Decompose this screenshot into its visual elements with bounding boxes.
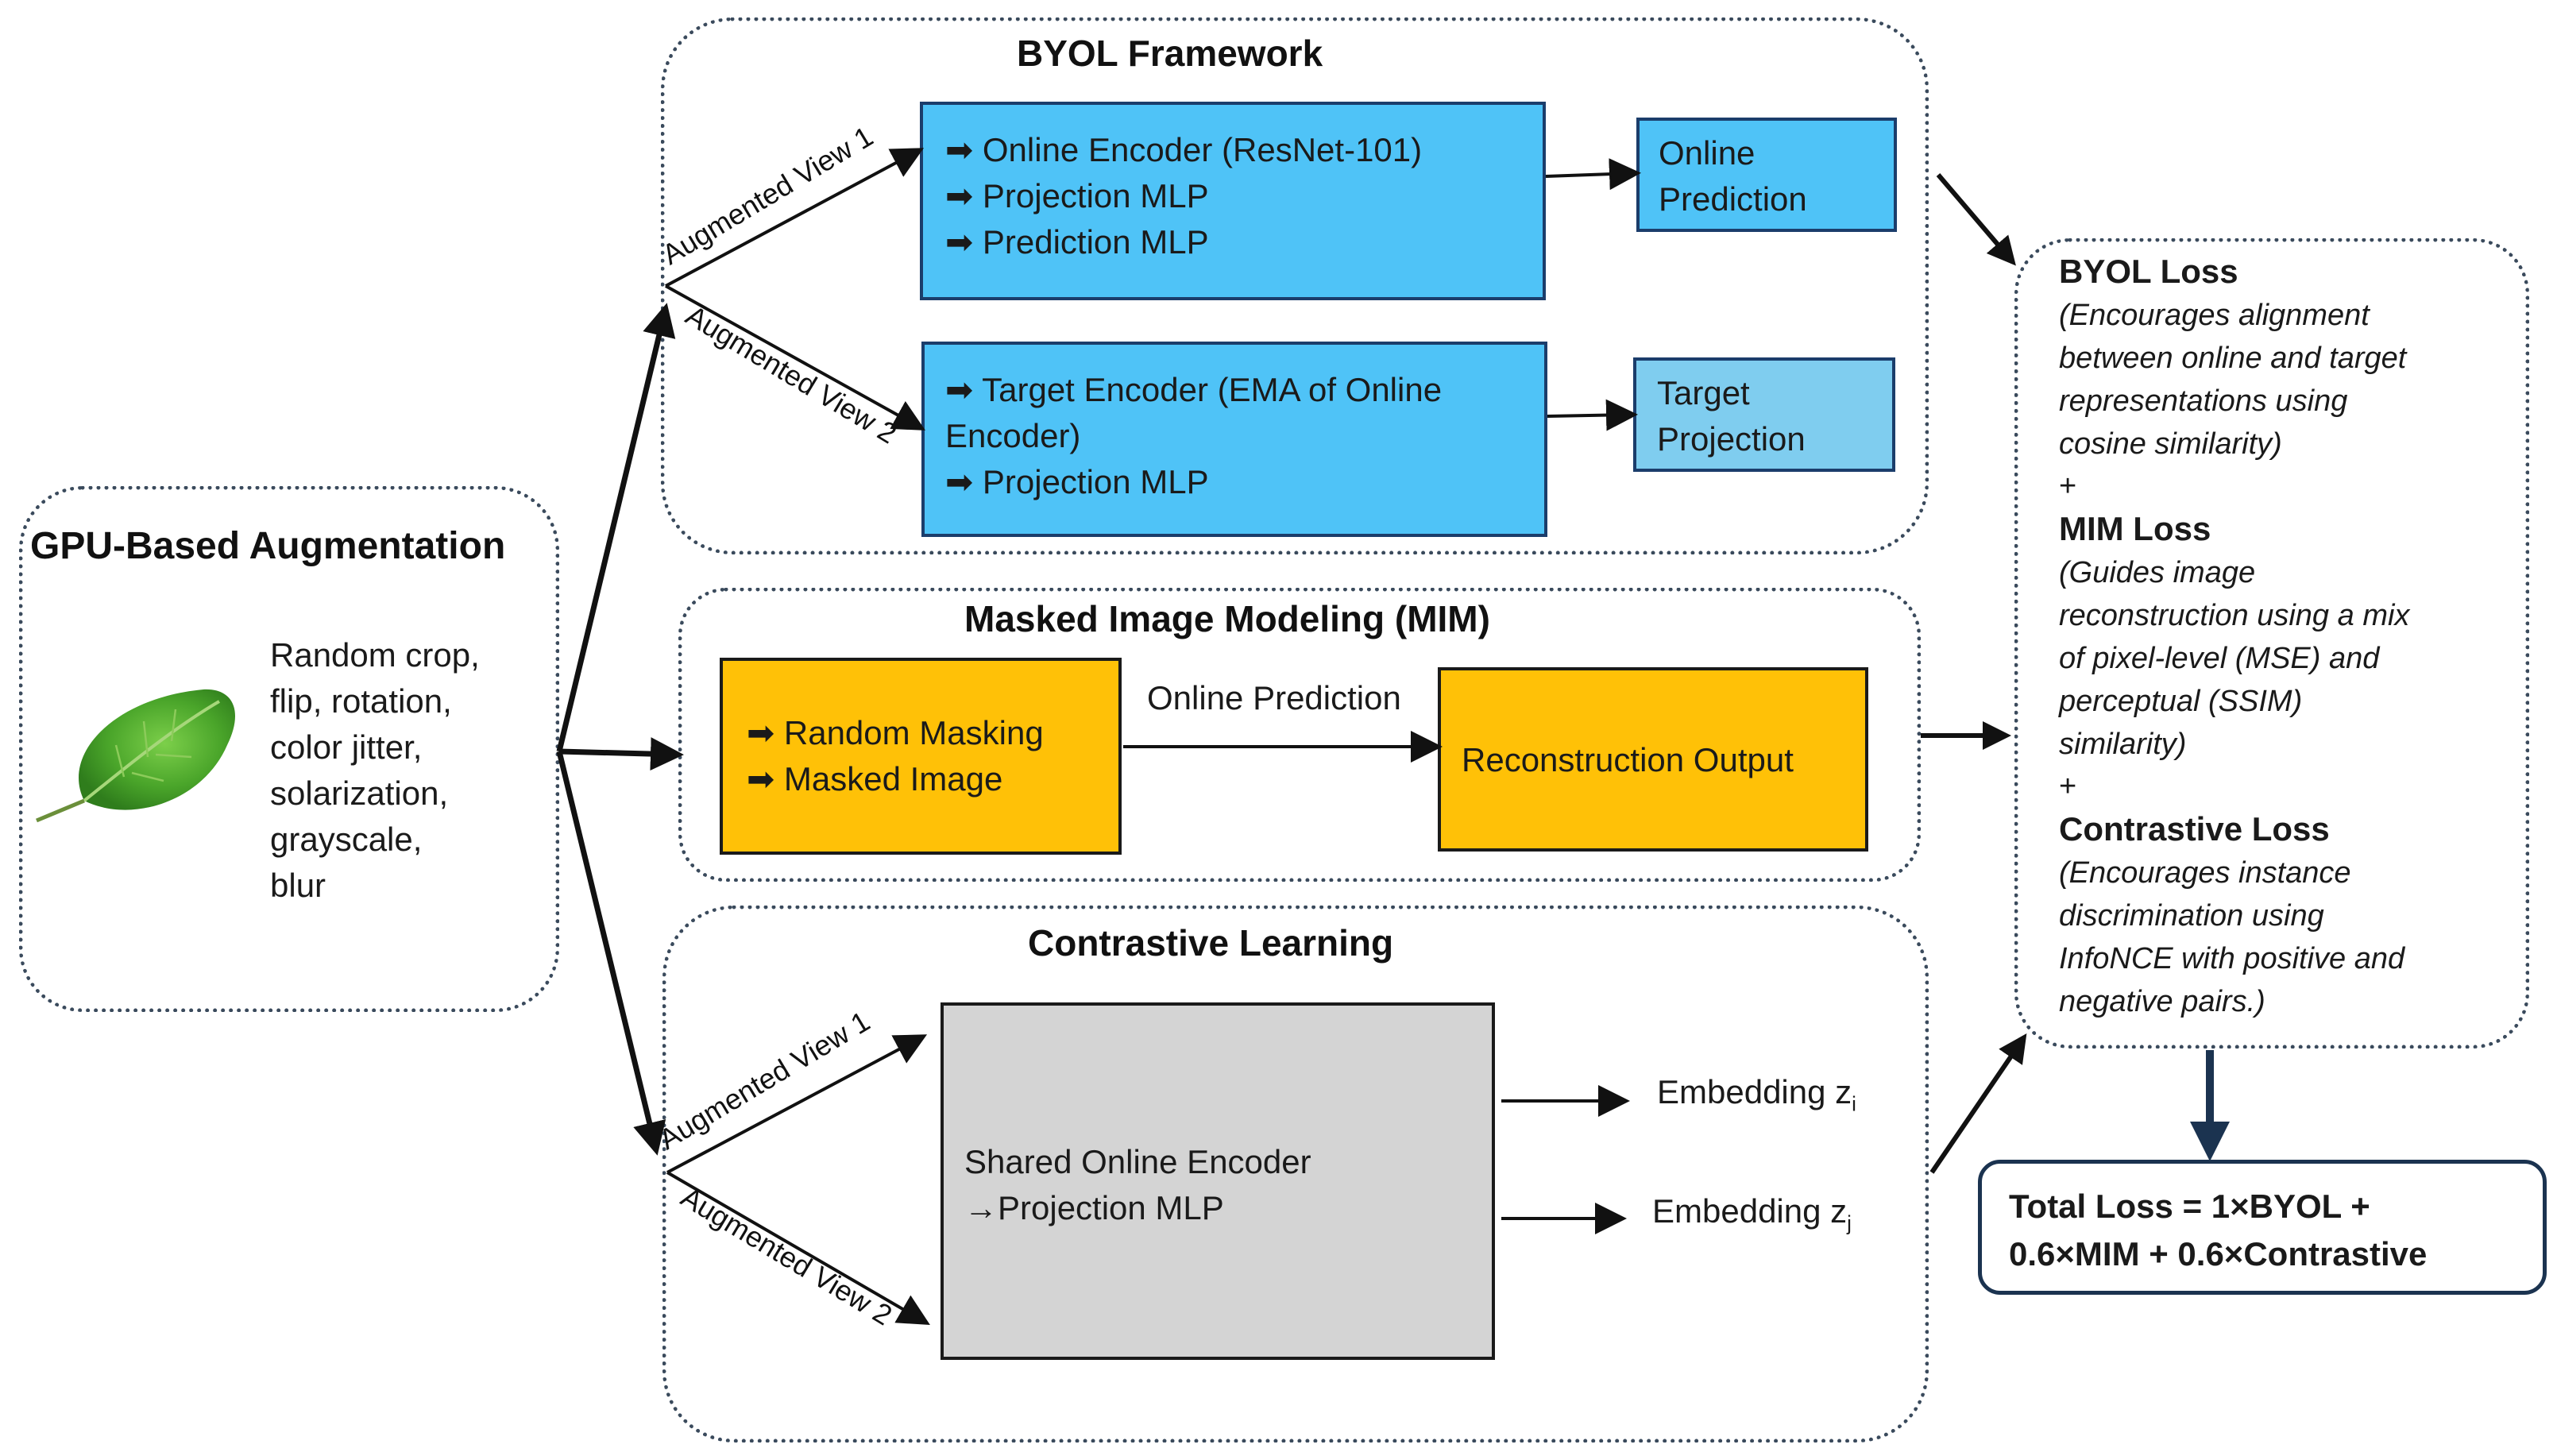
right-arrow-icon: ➡ [945,463,983,500]
reconstruction-output-box: Reconstruction Output [1438,667,1868,852]
online-projection-item: ➡ Projection MLP [945,177,1209,214]
mim-arrow-label: Online Prediction [1147,679,1401,716]
arrow-byol-to-loss [1936,173,2016,266]
online-prediction-item: ➡ Prediction MLP [945,223,1209,261]
contrastive-loss-title: Contrastive Loss [2059,810,2330,848]
byol-title: BYOL Framework [1017,33,1323,74]
shared-projection-label: →Projection MLP [964,1189,1224,1226]
target-projection-item: ➡ Projection MLP [945,463,1209,500]
arrow-gpu-to-contrastive [556,751,666,1156]
target-encoder-box: ➡ Target Encoder (EMA of Online Encoder)… [921,342,1547,537]
contrastive-loss-desc: InfoNCE with positive and [2059,942,2405,975]
arrow-contrastive-view2 [666,1171,930,1326]
total-loss-line: 0.6×MIM + 0.6×Contrastive [2009,1235,2428,1273]
augmentation-item: color jitter, [270,728,423,766]
target-encoder-item-cont: Encoder) [945,417,1081,454]
arrow-gpu-to-byol [556,303,676,752]
byol-loss-desc: cosine similarity) [2059,427,2282,461]
contrastive-loss-desc: (Encourages instance [2059,856,2351,890]
augmentation-item: solarization, [270,774,449,812]
augmentation-item: grayscale, [270,821,423,858]
augmentation-item: flip, rotation, [270,682,452,720]
shared-encoder-box: Shared Online Encoder →Projection MLP [941,1002,1495,1360]
gpu-augmentation-title: GPU-Based Augmentation [30,525,506,567]
gpu-augmentation-list: Random crop, flip, rotation, color jitte… [270,632,480,909]
online-prediction-box: Online Prediction [1636,118,1897,232]
arrow-contrastive-view1 [666,1034,928,1174]
arrow-online-to-prediction [1545,158,1641,191]
total-loss-line: Total Loss = 1×BYOL + [2009,1188,2370,1225]
byol-loss-title: BYOL Loss [2059,253,2238,290]
online-encoder-item: ➡ Online Encoder (ResNet-101) [945,131,1423,168]
arrow-byol-view2 [665,284,925,431]
byol-loss-desc: representations using [2059,384,2348,418]
contrastive-panel [662,906,1929,1442]
arrow-byol-view1 [665,148,925,288]
augmentation-item: Random crop, [270,636,480,674]
plus-sign: + [2059,469,2077,503]
contrastive-loss-desc: negative pairs.) [2059,985,2265,1018]
embedding-zi-label: Embedding zi [1657,1073,1856,1116]
online-encoder-box: ➡ Online Encoder (ResNet-101) ➡ Projecti… [920,102,1546,300]
byol-loss-desc: between online and target [2059,342,2407,375]
right-arrow-icon: ➡ [945,371,983,408]
mim-loss-desc: similarity) [2059,728,2187,761]
masking-box: ➡ Random Masking ➡ Masked Image [720,658,1122,855]
contrastive-loss-desc: discrimination using [2059,899,2324,933]
mim-loss-desc: (Guides image [2059,556,2256,589]
total-loss-box: Total Loss = 1×BYOL + 0.6×MIM + 0.6×Cont… [1978,1160,2547,1295]
augmentation-item: blur [270,867,326,904]
right-arrow-icon: ➡ [945,131,983,168]
mim-loss-desc: reconstruction using a mix [2059,599,2410,632]
right-arrow-icon: ➡ [747,714,784,751]
mim-title: Masked Image Modeling (MIM) [964,598,1490,639]
shared-encoder-label: Shared Online Encoder [964,1143,1311,1180]
random-masking-item: ➡ Random Masking [747,714,1044,751]
target-projection-box: Target Projection [1633,357,1895,472]
arrow-target-to-projection [1547,399,1638,431]
right-arrow-icon: ➡ [945,223,983,261]
contrastive-title: Contrastive Learning [1028,922,1394,964]
arrow-gpu-to-mim [558,737,684,771]
masked-image-item: ➡ Masked Image [747,760,1003,798]
mim-loss-desc: of pixel-level (MSE) and [2059,642,2380,675]
target-encoder-item: ➡ Target Encoder (EMA of Online [945,371,1443,408]
arrow-contrastive-to-loss [1929,1033,2027,1174]
mim-panel [678,588,1921,882]
mim-loss-title: MIM Loss [2059,510,2211,547]
embedding-zj-label: Embedding zj [1652,1192,1852,1235]
loss-text: BYOL Loss (Encourages alignment between … [2059,249,2409,1023]
byol-panel [661,17,1929,554]
plus-sign: + [2059,770,2077,803]
loss-panel [2014,238,2529,1049]
mim-loss-desc: perceptual (SSIM) [2059,685,2303,718]
leaf-icon [36,689,235,823]
right-arrow-icon: ➡ [747,760,784,798]
byol-loss-desc: (Encourages alignment [2059,299,2370,332]
right-arrow-icon: ➡ [945,177,983,214]
